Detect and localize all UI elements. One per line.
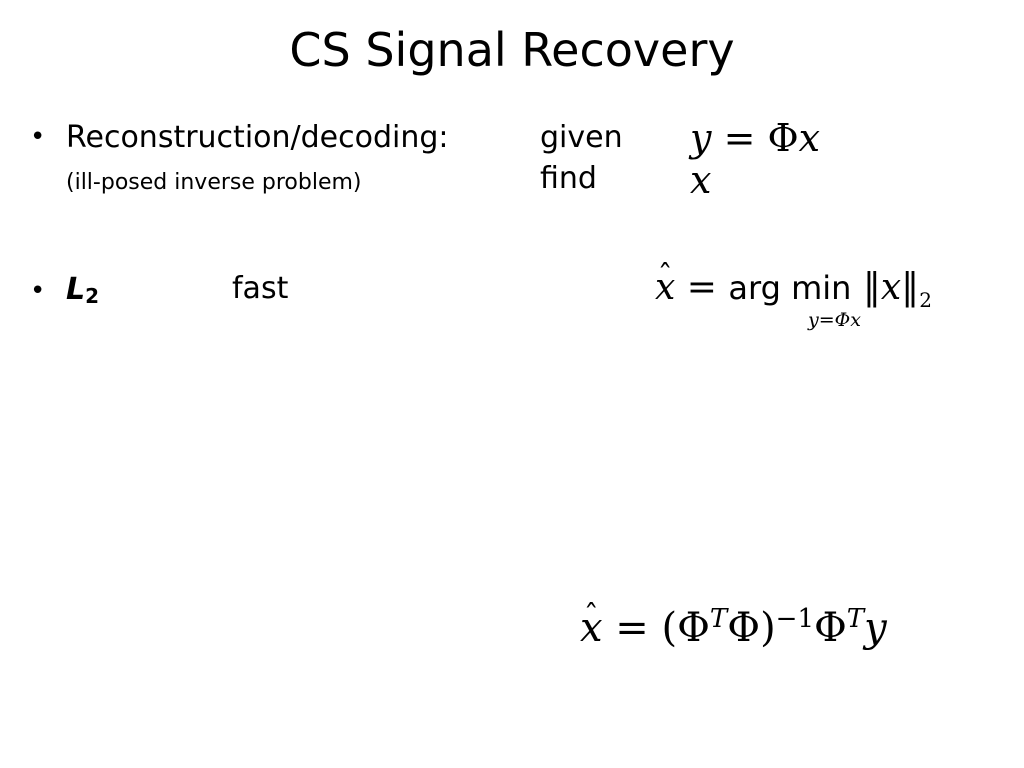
given-label: given bbox=[540, 120, 623, 155]
fast-label: fast bbox=[232, 271, 289, 306]
var-y: y bbox=[690, 116, 712, 160]
inverse-exponent: −1 bbox=[775, 604, 814, 634]
l2-label: L2 bbox=[66, 272, 99, 308]
equals-sign: = bbox=[723, 116, 756, 160]
find-label: find bbox=[540, 161, 597, 196]
norm-expression: ‖x‖2 bbox=[862, 267, 932, 313]
open-paren: ( bbox=[661, 605, 678, 651]
var-y-closed: y bbox=[864, 605, 887, 651]
ill-posed-note: (ill-posed inverse problem) bbox=[66, 170, 362, 195]
argmin-operator: arg min bbox=[728, 269, 852, 307]
bullet-dot-1: • bbox=[30, 122, 46, 152]
close-paren: ) bbox=[760, 605, 776, 651]
slide-title: CS Signal Recovery bbox=[289, 23, 735, 77]
reconstruction-label: Reconstruction/decoding: bbox=[66, 120, 449, 155]
l2-letter: L bbox=[66, 272, 86, 307]
hat-accent: ˆ bbox=[583, 599, 599, 634]
bullet-dot-2: • bbox=[30, 276, 46, 306]
var-x-find: x bbox=[690, 158, 712, 202]
l2-subscript: 2 bbox=[85, 284, 100, 308]
equals-sign: = bbox=[615, 605, 649, 651]
find-variable: x bbox=[690, 158, 711, 202]
argmin-constraint: y=Φx bbox=[808, 309, 861, 331]
var-x: x bbox=[798, 116, 821, 160]
given-equation: y = Φx bbox=[690, 116, 820, 160]
hat-accent: ˆ bbox=[657, 259, 673, 294]
var-phi: Φ bbox=[767, 116, 799, 160]
equals-sign: = bbox=[686, 267, 717, 308]
